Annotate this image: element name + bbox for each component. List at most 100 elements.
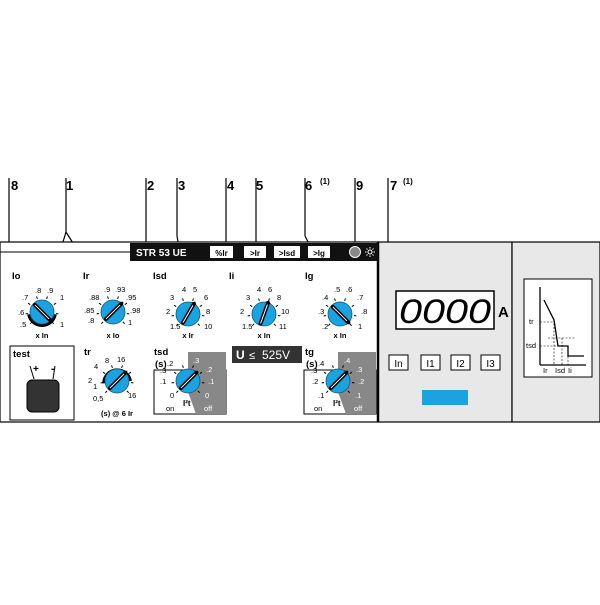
svg-text:.95: .95 — [126, 293, 136, 302]
callout-6-note: (1) — [320, 177, 330, 186]
phase-button-i2[interactable]: I2 — [451, 355, 470, 370]
svg-text:.8: .8 — [88, 316, 94, 325]
tr-label: tr — [84, 347, 91, 358]
led-button-pct-ir[interactable]: %Ir — [210, 246, 233, 258]
tg-label: tg — [305, 347, 314, 358]
svg-text:.1: .1 — [318, 391, 324, 400]
svg-text:16: 16 — [128, 391, 136, 400]
svg-text:10: 10 — [204, 322, 212, 331]
tr-unit: (s) @ 6 Ir — [101, 409, 133, 418]
phase-button-i3[interactable]: I3 — [481, 355, 500, 370]
curve-isd-label: Isd — [555, 366, 565, 375]
indicator-led — [350, 247, 361, 258]
svg-text:.93: .93 — [115, 285, 125, 294]
svg-text:.3: .3 — [356, 365, 362, 374]
tg-on-label: on — [314, 404, 322, 413]
svg-text:1: 1 — [128, 318, 132, 327]
curve-tr-label: tr — [529, 317, 534, 326]
svg-text:In: In — [394, 359, 402, 370]
led-button-ir[interactable]: >Ir — [244, 246, 266, 258]
svg-text:1.5: 1.5 — [242, 322, 252, 331]
svg-text:1: 1 — [60, 293, 64, 302]
curve-ir-label: Ir — [543, 366, 548, 375]
trip-curve: tr tsd Ir Isd Ii — [524, 279, 592, 377]
svg-text:.2: .2 — [358, 377, 364, 386]
led-button-isd[interactable]: >Isd — [274, 246, 300, 258]
phase-button-in[interactable]: In — [389, 355, 408, 370]
svg-text:3: 3 — [246, 293, 250, 302]
ig-label: Ig — [305, 271, 314, 282]
svg-text:%Ir: %Ir — [215, 249, 227, 258]
svg-text:.6: .6 — [18, 308, 24, 317]
callout-1: 1 — [66, 178, 73, 193]
voltage-rating: U ≤ 525V — [232, 346, 302, 363]
svg-text:I2: I2 — [456, 359, 465, 370]
phase-button-i1[interactable]: I1 — [421, 355, 440, 370]
test-section: test + - — [10, 346, 74, 420]
svg-text:0: 0 — [205, 391, 209, 400]
svg-text:.4: .4 — [344, 356, 350, 365]
svg-text:1.5: 1.5 — [170, 322, 180, 331]
voltage-u: U — [236, 348, 245, 362]
svg-text:I1: I1 — [426, 359, 435, 370]
ii-unit: x In — [258, 331, 271, 340]
svg-text:4: 4 — [182, 285, 186, 294]
svg-text:16: 16 — [117, 355, 125, 364]
isd-label: Isd — [153, 271, 167, 282]
svg-text:.9: .9 — [104, 285, 110, 294]
svg-text:0: 0 — [170, 391, 174, 400]
callout-2: 2 — [147, 178, 154, 193]
led-button-ig[interactable]: >Ig — [308, 246, 330, 258]
svg-text:1: 1 — [60, 320, 64, 329]
tsd-label: tsd — [154, 347, 168, 358]
svg-text:.9: .9 — [47, 286, 53, 295]
test-label: test — [13, 349, 31, 360]
svg-text:8: 8 — [277, 293, 281, 302]
svg-text:.1: .1 — [160, 377, 166, 386]
svg-text:2: 2 — [240, 307, 244, 316]
svg-text:1: 1 — [93, 382, 97, 391]
svg-text:.5: .5 — [334, 285, 340, 294]
test-button[interactable] — [27, 380, 59, 412]
io-label: Io — [12, 271, 21, 282]
callout-4: 4 — [227, 178, 235, 193]
voltage-value: 525V — [262, 348, 290, 362]
svg-text:4: 4 — [257, 285, 261, 294]
svg-text:8: 8 — [105, 356, 109, 365]
svg-text:2: 2 — [88, 376, 92, 385]
svg-text:11: 11 — [279, 322, 287, 331]
callout-8: 8 — [11, 178, 18, 193]
svg-text:.3: .3 — [160, 366, 166, 375]
svg-text:2: 2 — [166, 307, 170, 316]
svg-text:.85: .85 — [84, 306, 94, 315]
svg-text:>Ig: >Ig — [313, 249, 325, 258]
tg-i2t-label: I²t — [333, 399, 341, 408]
svg-text:>Isd: >Isd — [279, 249, 295, 258]
curve-tsd-label: tsd — [526, 341, 536, 350]
display-unit: A — [498, 304, 509, 321]
svg-text:.4: .4 — [318, 359, 324, 368]
svg-text:.2: .2 — [206, 365, 212, 374]
svg-text:.5: .5 — [20, 320, 26, 329]
ig-unit: x In — [334, 331, 347, 340]
svg-text:.2: .2 — [322, 322, 328, 331]
svg-text:8: 8 — [206, 307, 210, 316]
callout-7-note: (1) — [403, 177, 413, 186]
svg-text:.3: .3 — [318, 307, 324, 316]
svg-text:6: 6 — [204, 293, 208, 302]
svg-text:1: 1 — [358, 322, 362, 331]
ii-label: Ii — [229, 271, 234, 282]
svg-text:.8: .8 — [35, 286, 41, 295]
svg-text:.2: .2 — [167, 359, 173, 368]
svg-text:.98: .98 — [130, 306, 140, 315]
svg-text:.1: .1 — [208, 377, 214, 386]
ammeter-display: 0000 A — [396, 291, 509, 331]
voltage-sign: ≤ — [249, 350, 255, 362]
callout-6: 6 — [305, 178, 312, 193]
svg-text:.6: .6 — [346, 285, 352, 294]
test-plus: + — [33, 364, 39, 375]
svg-text:>Ir: >Ir — [250, 249, 260, 258]
callout-9: 9 — [356, 178, 363, 193]
tg-off-label: off — [354, 404, 363, 413]
